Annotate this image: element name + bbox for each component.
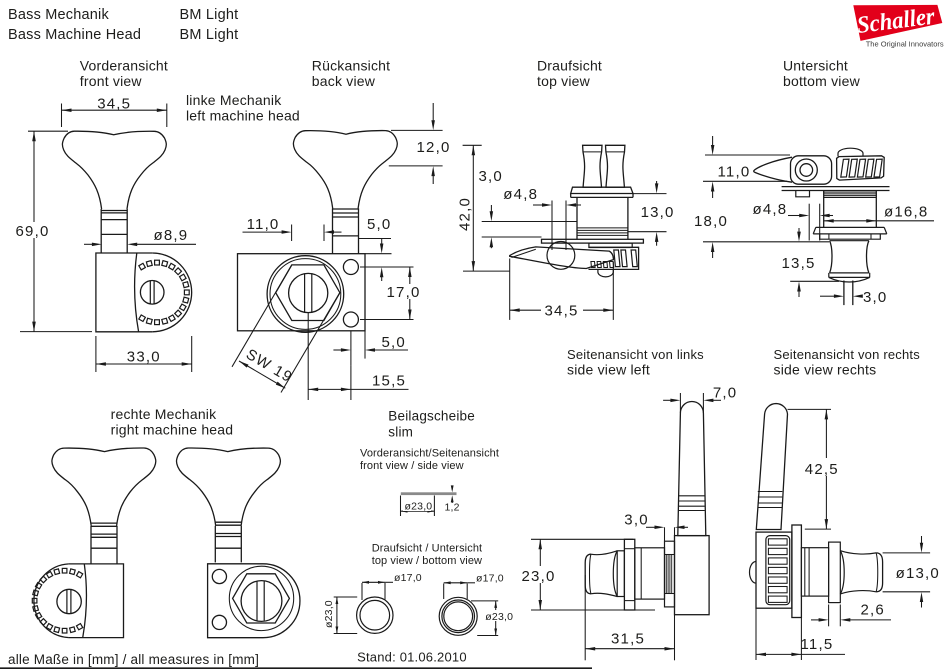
svg-text:3,0: 3,0 <box>479 168 503 185</box>
svg-text:Draufsicht / Untersicht: Draufsicht / Untersicht <box>372 543 483 555</box>
svg-text:Untersicht: Untersicht <box>783 58 848 74</box>
svg-text:BM Light: BM Light <box>180 7 239 23</box>
svg-text:ø4,8: ø4,8 <box>503 186 538 203</box>
svg-text:ø8,9: ø8,9 <box>154 227 189 244</box>
svg-text:The Original Innovators: The Original Innovators <box>866 40 944 49</box>
svg-text:12,0: 12,0 <box>417 139 451 156</box>
svg-text:18,0: 18,0 <box>694 213 728 230</box>
svg-text:ø4,8: ø4,8 <box>753 201 788 218</box>
svg-text:alle Maße in [mm] / all measur: alle Maße in [mm] / all measures in [mm] <box>8 652 259 667</box>
svg-text:ø16,8: ø16,8 <box>884 204 928 221</box>
svg-text:rechte Mechanik: rechte Mechanik <box>111 406 218 422</box>
svg-text:Rückansicht: Rückansicht <box>312 58 390 74</box>
svg-text:side view left: side view left <box>567 361 650 377</box>
svg-text:11,5: 11,5 <box>801 636 834 653</box>
svg-text:17,0: 17,0 <box>387 284 421 301</box>
svg-text:back view: back view <box>312 73 376 89</box>
svg-text:15,5: 15,5 <box>372 373 406 390</box>
svg-text:bottom view: bottom view <box>783 73 861 89</box>
svg-text:Vorderansicht/Seitenansicht: Vorderansicht/Seitenansicht <box>360 448 499 460</box>
svg-text:top view: top view <box>537 73 591 89</box>
svg-text:Beilagscheibe: Beilagscheibe <box>388 408 475 423</box>
svg-text:front view: front view <box>80 73 143 89</box>
svg-text:11,0: 11,0 <box>247 216 280 233</box>
svg-text:BM Light: BM Light <box>180 27 239 43</box>
svg-text:33,0: 33,0 <box>127 349 161 366</box>
svg-text:top view / bottom view: top view / bottom view <box>372 555 482 567</box>
svg-text:Stand: 01.06.2010: Stand: 01.06.2010 <box>357 650 467 665</box>
svg-text:side view rechts: side view rechts <box>774 361 877 377</box>
svg-text:31,5: 31,5 <box>611 631 645 648</box>
svg-text:slim: slim <box>388 425 413 440</box>
svg-text:linke Mechanik: linke Mechanik <box>186 92 282 108</box>
svg-text:ø23,0: ø23,0 <box>405 501 433 513</box>
svg-text:Vorderansicht: Vorderansicht <box>80 58 168 74</box>
svg-text:5,0: 5,0 <box>367 216 391 233</box>
svg-text:34,5: 34,5 <box>97 95 131 112</box>
svg-text:3,0: 3,0 <box>624 512 648 529</box>
svg-text:2,6: 2,6 <box>861 602 885 619</box>
svg-text:ø17,0: ø17,0 <box>476 573 504 585</box>
svg-text:ø23,0: ø23,0 <box>323 600 335 628</box>
svg-text:1,2: 1,2 <box>445 502 460 514</box>
svg-text:7,0: 7,0 <box>713 385 737 402</box>
svg-text:ø13,0: ø13,0 <box>896 565 940 582</box>
svg-text:42,0: 42,0 <box>457 197 474 231</box>
svg-text:ø23,0: ø23,0 <box>485 611 513 623</box>
svg-text:Draufsicht: Draufsicht <box>537 58 602 74</box>
svg-text:Bass Mechanik: Bass Mechanik <box>8 7 109 23</box>
svg-text:left machine head: left machine head <box>186 107 300 123</box>
svg-text:13,5: 13,5 <box>782 255 816 272</box>
svg-text:42,5: 42,5 <box>805 461 839 478</box>
svg-text:Seitenansicht von rechts: Seitenansicht von rechts <box>774 347 921 362</box>
svg-text:34,5: 34,5 <box>545 302 579 319</box>
svg-text:5,0: 5,0 <box>382 334 406 351</box>
svg-text:ø17,0: ø17,0 <box>394 572 422 584</box>
svg-text:Bass Machine Head: Bass Machine Head <box>8 27 141 43</box>
svg-text:3,0: 3,0 <box>863 289 887 306</box>
svg-text:right machine head: right machine head <box>111 421 234 437</box>
svg-text:11,0: 11,0 <box>718 164 751 181</box>
svg-text:front view / side view: front view / side view <box>360 460 464 472</box>
svg-text:13,0: 13,0 <box>641 204 675 221</box>
svg-text:Seitenansicht von links: Seitenansicht von links <box>567 347 704 362</box>
svg-text:23,0: 23,0 <box>522 568 556 585</box>
svg-text:69,0: 69,0 <box>16 223 50 240</box>
